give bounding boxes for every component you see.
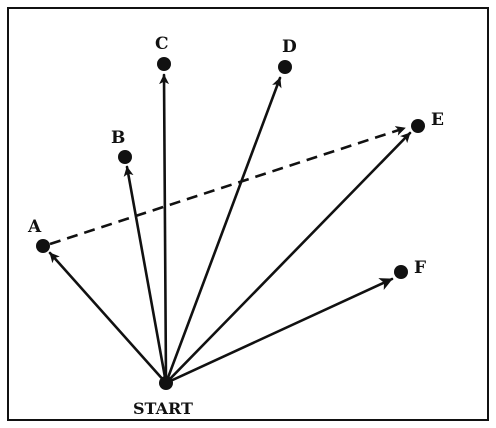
edge-start-to-e xyxy=(164,131,412,385)
node-c xyxy=(157,57,171,71)
node-d xyxy=(278,60,292,74)
node-e xyxy=(411,119,425,133)
node-start xyxy=(159,376,173,390)
node-label-c: C xyxy=(155,34,169,54)
edge-start-to-c xyxy=(159,73,170,385)
node-label-e: E xyxy=(431,110,444,130)
edge-start-to-f xyxy=(164,277,394,385)
edge-start-to-d xyxy=(164,76,282,385)
diagram-frame xyxy=(7,7,489,421)
edge-start-to-b xyxy=(123,165,168,385)
edge-a-to-e-dashed xyxy=(49,126,406,246)
node-label-f: F xyxy=(414,258,426,278)
node-label-d: D xyxy=(282,37,297,57)
node-label-a: A xyxy=(27,217,42,237)
node-label-start: START xyxy=(133,399,193,418)
node-b xyxy=(118,150,132,164)
node-label-b: B xyxy=(111,128,125,148)
node-f xyxy=(394,265,408,279)
edge-start-to-a xyxy=(48,251,168,385)
node-a xyxy=(36,239,50,253)
